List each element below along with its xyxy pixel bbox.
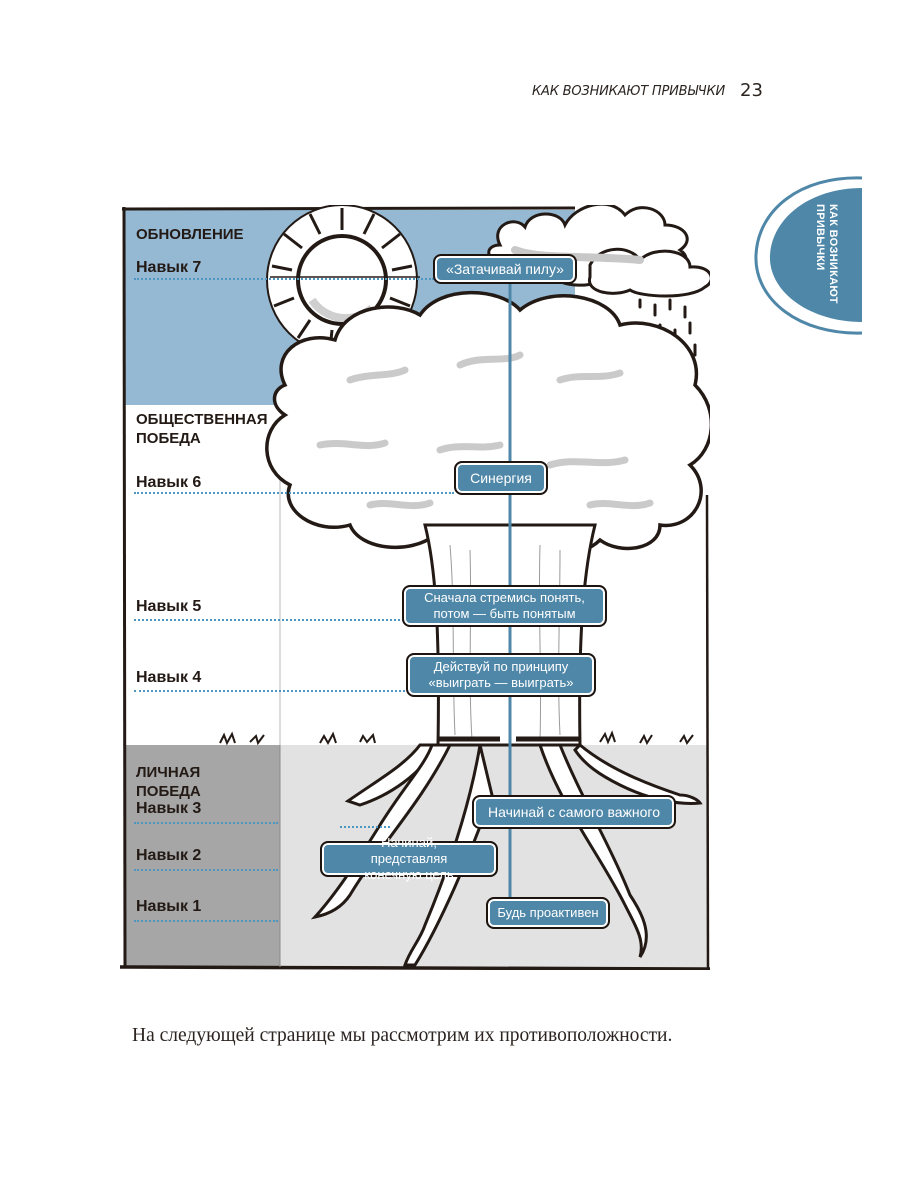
habits-tree-diagram: ОБНОВЛЕНИЕ ОБЩЕСТВЕННАЯ ПОБЕДА ЛИЧНАЯ ПО… (120, 205, 710, 970)
guide-line-3-ext (340, 826, 390, 828)
caption-text: На следующей странице мы рассмотрим их п… (132, 1025, 673, 1046)
guide-line-5 (134, 619, 404, 621)
section-title-renewal: ОБНОВЛЕНИЕ (136, 226, 244, 243)
habit-box-6: Синергия (454, 461, 548, 495)
skill-label-4: Навык 4 (136, 669, 202, 686)
grass-icon (219, 730, 694, 746)
habit-box-5: Сначала стремись понять, потом — быть по… (402, 585, 607, 627)
chapter-tab-icon (754, 176, 863, 335)
habit-box-2: Начинай, представляя конечную цель (320, 835, 498, 882)
section-title-public-victory: ОБЩЕСТВЕННАЯ ПОБЕДА (136, 411, 268, 447)
guide-line-3 (134, 822, 278, 824)
illustration (120, 205, 710, 970)
frame-border (120, 206, 710, 970)
running-head-title: КАК ВОЗНИКАЮТ ПРИВЫЧКИ (532, 84, 726, 99)
habit-box-3: Начинай с самого важного (472, 795, 676, 829)
guide-line-6 (134, 492, 454, 494)
section-title-private-victory: ЛИЧНАЯ ПОБЕДА (136, 764, 201, 800)
skill-label-5: Навык 5 (136, 598, 202, 615)
skill-label-2: Навык 2 (136, 847, 202, 864)
skill-label-1: Навык 1 (136, 898, 202, 915)
chapter-tab-label: КАК ВОЗНИКАЮТ ПРИВЫЧКИ (814, 204, 839, 304)
private-victory-label-background (125, 745, 280, 967)
skill-label-3: Навык 3 (136, 800, 202, 817)
guide-line-4 (134, 690, 409, 692)
guide-line-2 (134, 869, 278, 871)
guide-line-7 (134, 278, 434, 280)
guide-line-1 (134, 920, 278, 922)
skill-label-6: Навык 6 (136, 474, 202, 491)
habit-box-1: Будь проактивен (486, 897, 610, 929)
skill-label-7: Навык 7 (136, 259, 202, 276)
habit-box-4: Действуй по принципу «выиграть — выиграт… (406, 653, 596, 697)
page-number: 23 (740, 80, 763, 101)
habit-box-7: «Затачивай пилу» (433, 254, 577, 284)
